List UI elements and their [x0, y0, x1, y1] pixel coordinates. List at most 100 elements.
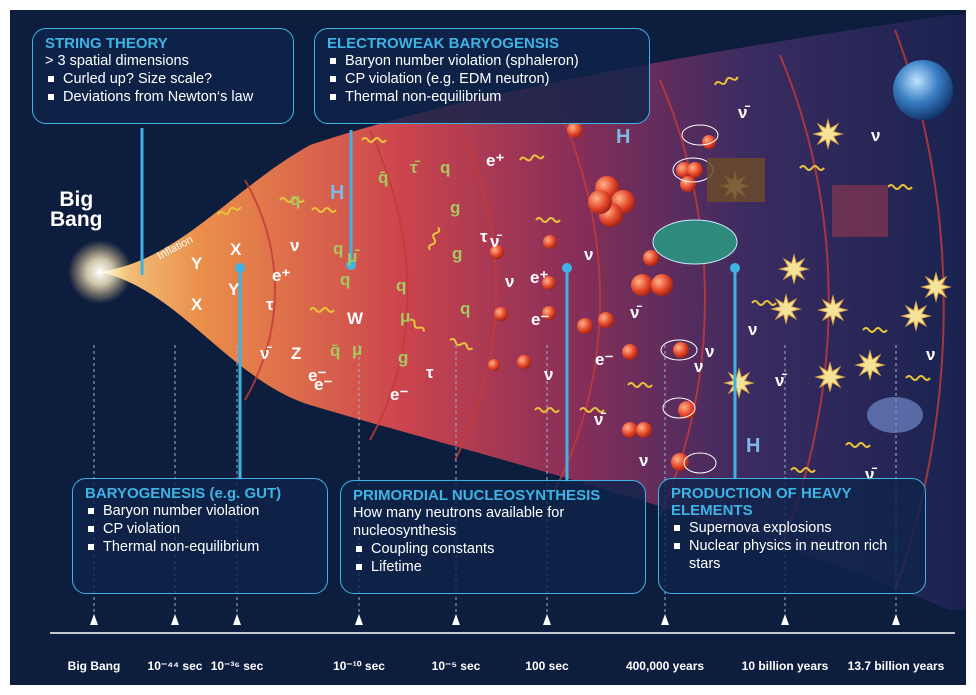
timeline-label: 10⁻⁵ sec — [432, 659, 481, 673]
particle-symbol: τ — [480, 227, 488, 247]
nucleus-sphere — [622, 344, 638, 360]
particle-symbol: ν — [639, 451, 648, 471]
nucleus-sphere — [598, 312, 614, 328]
particle-symbol: ν̄ — [594, 410, 603, 430]
particle-symbol: ν — [871, 126, 880, 146]
particle-symbol: ν — [705, 342, 714, 362]
nucleus-sphere — [577, 318, 593, 334]
cmb-map — [653, 220, 737, 264]
nucleus-sphere — [567, 122, 583, 138]
electroweak-bullet: Baryon number violation (sphaleron) — [327, 52, 639, 70]
particle-symbol: ν — [926, 345, 935, 365]
particle-symbol: q — [340, 270, 350, 290]
supernova-star — [922, 273, 950, 301]
supernova-star — [814, 120, 842, 148]
heavy-elements-box: PRODUCTION OF HEAVY ELEMENTS Supernova e… — [658, 478, 926, 594]
particle-symbol: τ — [426, 363, 434, 383]
nucleus-sphere — [494, 307, 508, 321]
nucleosynthesis-title: PRIMORDIAL NUCLEOSYNTHESIS — [353, 487, 635, 504]
electroweak-bullet: Thermal non-equilibrium — [327, 88, 639, 106]
nucleus-sphere — [643, 250, 659, 266]
galaxy-cluster-image — [707, 158, 765, 202]
particle-symbol: Z — [291, 344, 301, 364]
particle-symbol: g — [452, 244, 462, 264]
supernova-star — [816, 363, 844, 391]
supernova-star — [856, 351, 884, 379]
baryogenesis-bullet: CP violation — [85, 520, 317, 538]
particle-symbol: ν̄ — [738, 103, 747, 123]
nucleus-sphere — [488, 359, 500, 371]
big-bang-line2: Bang — [50, 210, 103, 230]
timeline-arrow — [355, 614, 363, 625]
particle-symbol: X — [230, 240, 241, 260]
particle-symbol: e⁺ — [530, 268, 548, 288]
big-bang-glow — [68, 240, 132, 304]
nucleus-sphere — [588, 190, 612, 214]
particle-symbol: Y — [191, 254, 202, 274]
crab-nebula-image — [832, 185, 888, 237]
string-theory-box: STRING THEORY > 3 spatial dimensions Cur… — [32, 28, 294, 124]
particle-symbol: q — [460, 299, 470, 319]
timeline-label: 10⁻⁴⁴ sec — [148, 659, 203, 673]
particle-symbol: H — [330, 182, 344, 205]
baryogenesis-bullet: Baryon number violation — [85, 502, 317, 520]
electroweak-bullet: CP violation (e.g. EDM neutron) — [327, 70, 639, 88]
nucleosynthesis-box: PRIMORDIAL NUCLEOSYNTHESIS How many neut… — [340, 480, 646, 594]
spiral-galaxy-image — [867, 397, 923, 433]
particle-symbol: μ̄ — [347, 247, 357, 267]
supernova-star — [725, 369, 753, 397]
string-theory-bullet: Curled up? Size scale? — [45, 70, 283, 88]
particle-symbol: ν̄ — [490, 232, 499, 252]
timeline-arrow — [661, 614, 669, 625]
baryogenesis-bullet: Thermal non-equilibrium — [85, 538, 317, 556]
particle-symbol: e⁻ — [390, 385, 408, 405]
particle-symbol: e⁺ — [272, 266, 290, 286]
particle-symbol: e⁻ — [595, 350, 613, 370]
particle-symbol: W — [347, 309, 363, 329]
electroweak-box: ELECTROWEAK BARYOGENSIS Baryon number vi… — [314, 28, 650, 124]
nucleosynthesis-intro-1: How many neutrons available for — [353, 504, 635, 522]
particle-symbol: μ — [400, 307, 410, 327]
particle-symbol: ν̄ — [630, 303, 639, 323]
timeline-label: 13.7 billion years — [848, 659, 945, 673]
timeline-arrow — [781, 614, 789, 625]
particle-symbol: ν — [290, 236, 299, 256]
timeline-label: Big Bang — [68, 659, 121, 673]
particle-symbol: e⁻ — [314, 375, 332, 395]
big-bang-line1: Big — [50, 190, 103, 210]
particle-symbol: q — [290, 190, 300, 210]
baryogenesis-box: BARYOGENESIS (e.g. GUT) Baryon number vi… — [72, 478, 328, 594]
supernova-star — [780, 255, 808, 283]
electroweak-title: ELECTROWEAK BARYOGENSIS — [327, 35, 639, 52]
nucleus-sphere — [651, 274, 673, 296]
particle-symbol: H — [746, 435, 760, 458]
timeline-label: 400,000 years — [626, 659, 704, 673]
timeline-label: 10⁻¹⁰ sec — [333, 659, 385, 673]
heavy-elements-title-2: ELEMENTS — [671, 502, 915, 519]
nucleus-sphere — [702, 135, 716, 149]
nucleus-sphere — [543, 235, 557, 249]
supernova-star — [902, 302, 930, 330]
particle-symbol: q̄ — [378, 168, 388, 188]
timeline-label: 100 sec — [525, 659, 568, 673]
timeline-arrow — [543, 614, 551, 625]
particle-symbol: τ̄ — [410, 158, 418, 178]
timeline-arrow — [233, 614, 241, 625]
nucleus-sphere — [680, 176, 696, 192]
nucleus-sphere — [517, 355, 531, 369]
particle-symbol: X — [191, 295, 202, 315]
timeline-arrow — [452, 614, 460, 625]
earth-image — [893, 60, 953, 120]
timeline-arrow — [892, 614, 900, 625]
nucleosynthesis-bullet: Coupling constants — [353, 540, 635, 558]
nucleus-sphere — [631, 274, 653, 296]
particle-symbol: ν — [748, 320, 757, 340]
timeline-arrow — [171, 614, 179, 625]
supernova-star — [819, 296, 847, 324]
timeline-label: 10⁻³⁶ sec — [211, 659, 264, 673]
string-theory-title: STRING THEORY — [45, 35, 283, 52]
nucleus-sphere — [636, 422, 652, 438]
nucleus-sphere — [673, 342, 689, 358]
particle-symbol: q — [333, 239, 343, 259]
